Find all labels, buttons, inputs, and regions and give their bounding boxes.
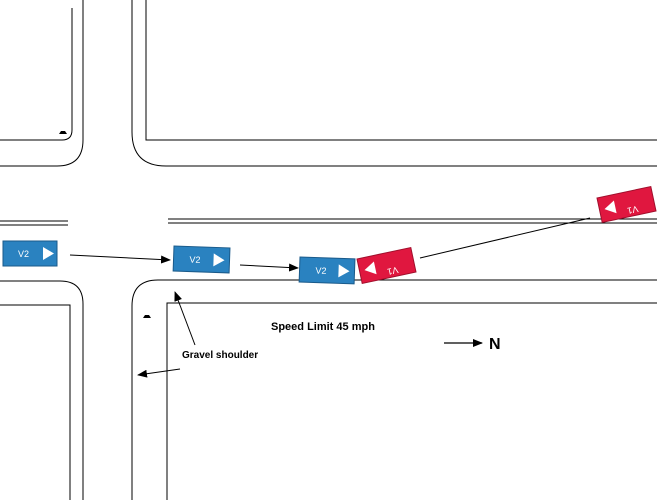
- north-arrow-icon: N: [444, 336, 501, 353]
- path-arrow-icon: [137, 368, 181, 378]
- v1-path-line: [419, 217, 591, 259]
- path-arrow-icon: [69, 254, 171, 264]
- v1-label: V1: [626, 204, 639, 216]
- vehicle-path: [69, 217, 591, 272]
- v1-label: V1: [386, 265, 399, 277]
- curb-bottom-right-outer: [131, 279, 657, 500]
- signpost-icon: [143, 315, 151, 318]
- curb-top-right-inner: [145, 0, 657, 141]
- vehicle-v2-icon: V2: [298, 256, 356, 285]
- path-arrow-icon: [239, 263, 299, 272]
- curb-top-right-outer: [131, 0, 657, 167]
- v2-label: V2: [18, 249, 29, 259]
- curb-bottom-right-inner: [166, 302, 657, 500]
- speed-limit-label: Speed Limit 45 mph: [271, 321, 375, 333]
- v2-label: V2: [315, 266, 326, 276]
- vehicle-v1-icon: V1: [356, 246, 417, 285]
- path-arrow-icon: [174, 291, 196, 346]
- v2-label: V2: [189, 255, 200, 265]
- signpost-icon: [59, 131, 67, 134]
- gravel-shoulder-label: Gravel shoulder: [182, 350, 258, 361]
- gravel-shoulder-annotation: Gravel shoulder: [137, 291, 258, 378]
- vehicle-v2-icon: V2: [172, 245, 231, 274]
- vehicle-v2-icon: V2: [2, 240, 58, 267]
- curb-top-left-inner: [0, 8, 73, 141]
- curb-top-left-outer: [0, 0, 84, 167]
- north-label: N: [489, 336, 501, 353]
- vehicle-v1-icon: V1: [596, 185, 657, 224]
- curb-bottom-left-inner: [0, 304, 71, 500]
- curb-bottom-left-outer: [0, 280, 84, 500]
